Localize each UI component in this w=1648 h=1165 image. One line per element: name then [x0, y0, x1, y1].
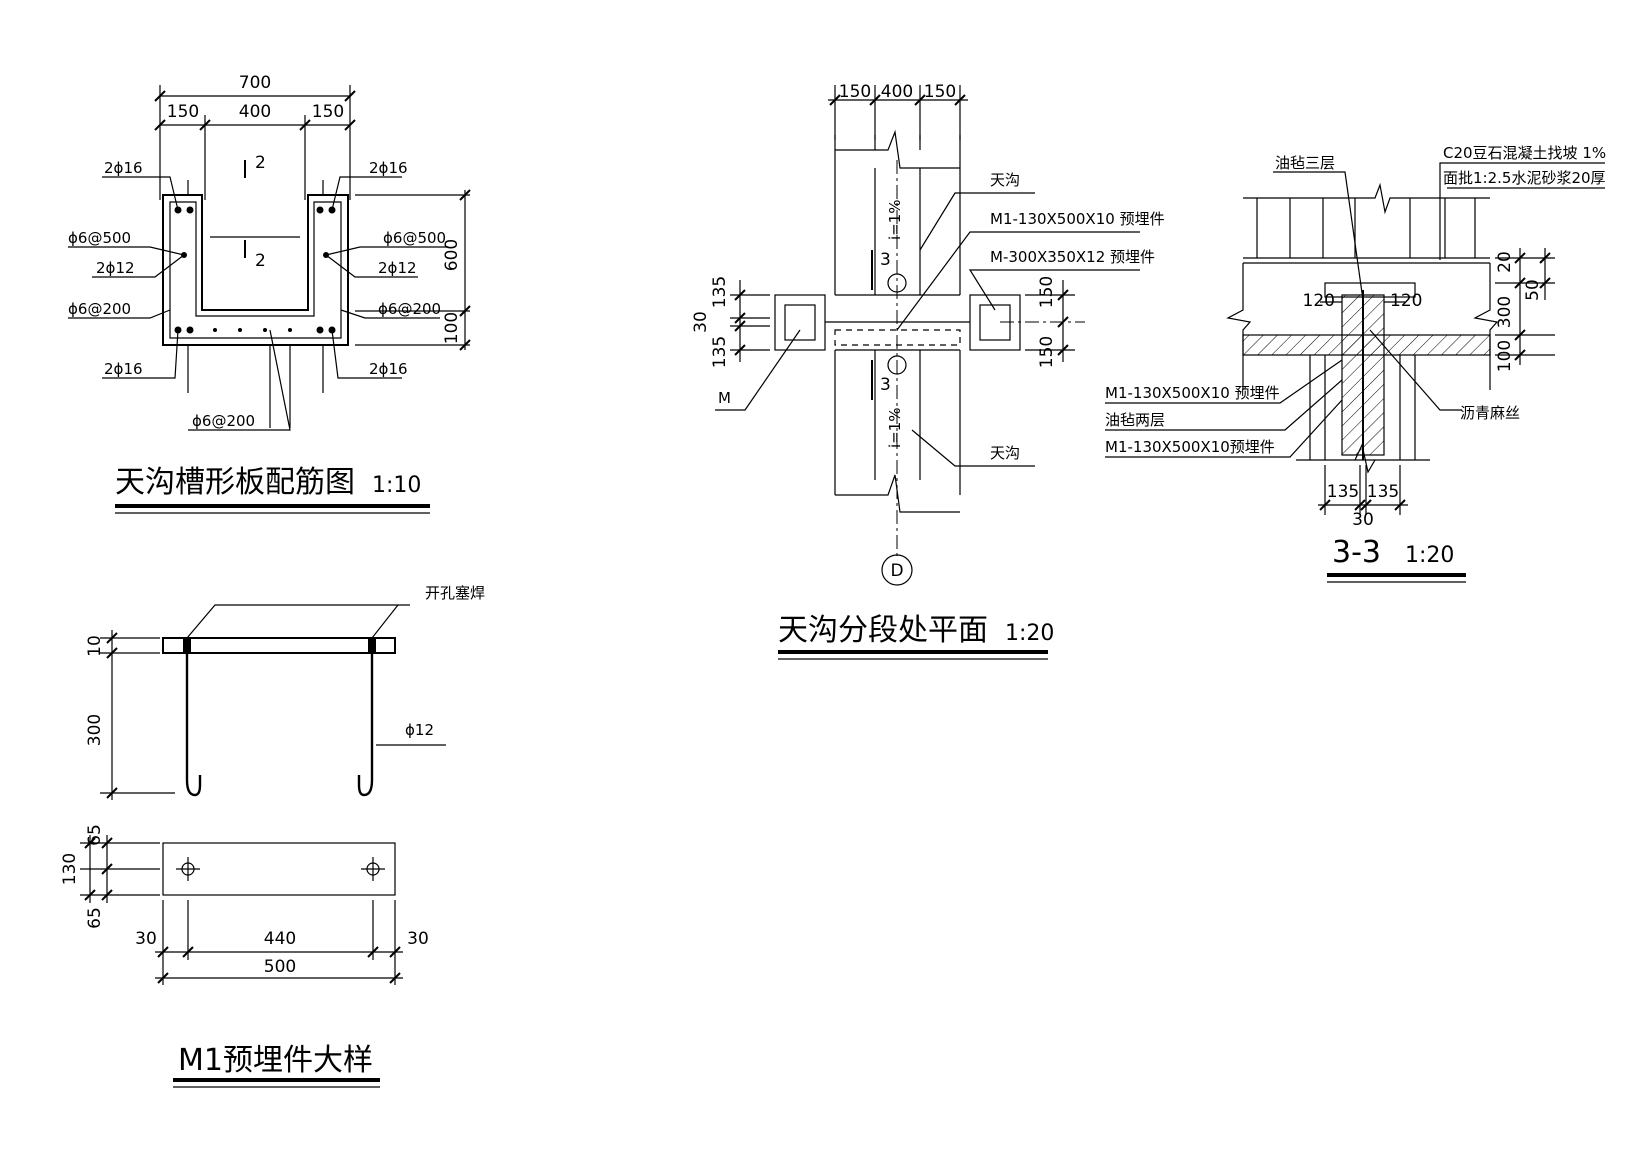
s33-dim-135l: 135 — [1327, 482, 1359, 502]
s33-dim-300: 300 — [1495, 296, 1515, 328]
s33-dim-r120: 120 — [1390, 291, 1422, 311]
plan-label-gutter-top: 天沟 — [990, 171, 1020, 189]
s33-dim-20: 20 — [1495, 251, 1515, 273]
label-right-mid-bar: 2ϕ12 — [378, 259, 417, 277]
gutter-section-title: 天沟槽形板配筋图 — [115, 465, 355, 500]
embed-detail: 开孔塞焊 ϕ12 10 300 65 130 65 — [60, 584, 485, 1088]
label-right-stirrup: ϕ6@500 — [383, 229, 446, 247]
s33-label-mortar: 面批1:2.5水泥砂浆20厚 — [1443, 169, 1606, 187]
label-bottom-left-bar: 2ϕ16 — [104, 360, 143, 378]
section-mark-bottom: 2 — [255, 251, 266, 271]
plan-dim-r1: 150 — [1037, 276, 1057, 308]
s33-label-c20: C20豆石混凝土找坡 1% — [1443, 144, 1606, 162]
label-left-mid-bar: 2ϕ12 — [96, 259, 135, 277]
plan-dim-mid: 400 — [881, 82, 913, 102]
dim-total: 700 — [239, 73, 271, 93]
label-slab-bar: ϕ6@200 — [192, 412, 255, 430]
gutter-plan: 150 400 150 3 3 i=1% i=1% D 天沟 — [691, 82, 1165, 660]
dim-right: 150 — [312, 102, 344, 122]
gutter-section-scale: 1:10 — [372, 473, 421, 498]
dim-w-top: 65 — [85, 824, 105, 846]
plan-title: 天沟分段处平面 — [778, 613, 988, 648]
s33-label-felt2: 油毡两层 — [1105, 411, 1165, 429]
dim-anchor-len: 300 — [85, 714, 105, 746]
dim-edge-r: 30 — [407, 929, 429, 949]
plan-axis-label: D — [890, 561, 903, 581]
label-weld: 开孔塞焊 — [425, 584, 485, 602]
label-bottom-right-bar: 2ϕ16 — [369, 360, 408, 378]
plan-dim-right: 150 — [924, 82, 956, 102]
dim-mid: 400 — [239, 102, 271, 122]
plan-dim-v2: 30 — [691, 311, 711, 333]
label-top-left-bar: 2ϕ16 — [104, 159, 143, 177]
rebar-dots — [174, 206, 336, 334]
s33-label-asphalt: 沥青麻丝 — [1460, 404, 1520, 422]
s33-scale: 1:20 — [1405, 543, 1454, 568]
s33-dim-50: 50 — [1523, 279, 1543, 301]
plan-slope-bottom: i=1% — [886, 407, 904, 448]
dim-plate-t: 10 — [85, 635, 105, 657]
label-right-bottom-stirrup: ϕ6@200 — [378, 300, 441, 318]
plan-label-gutter-bottom: 天沟 — [990, 444, 1020, 462]
dim-bottom: 100 — [442, 312, 462, 344]
dim-w: 130 — [60, 853, 80, 885]
section-mark-top: 2 — [255, 153, 266, 173]
embed-detail-title: M1预埋件大样 — [178, 1043, 373, 1078]
plan-label-embed-m1: M1-130X500X10 预埋件 — [990, 210, 1165, 228]
label-top-right-bar: 2ϕ16 — [369, 159, 408, 177]
plan-slope-top: i=1% — [886, 199, 904, 240]
label-left-bottom-stirrup: ϕ6@200 — [68, 300, 131, 318]
dim-left: 150 — [167, 102, 199, 122]
s33-title: 3-3 — [1332, 535, 1381, 570]
plan-scale: 1:20 — [1005, 621, 1054, 646]
s33-label-m1-b: M1-130X500X10预埋件 — [1105, 438, 1275, 456]
s33-dim-30: 30 — [1352, 510, 1374, 530]
s33-dim-135r: 135 — [1367, 482, 1399, 502]
dim-w-bot: 65 — [85, 907, 105, 929]
plan-section-mark-top: 3 — [880, 250, 891, 270]
plan-dim-r2: 150 — [1037, 336, 1057, 368]
label-anchor-bar: ϕ12 — [405, 721, 434, 739]
plan-dim-v1: 135 — [710, 276, 730, 308]
dim-spacing: 440 — [264, 929, 296, 949]
gutter-slab-section: 700 150 400 150 2 2 — [68, 73, 471, 514]
dim-length: 500 — [264, 957, 296, 977]
s33-label-felt3: 油毡三层 — [1275, 154, 1335, 172]
plan-dim-left: 150 — [839, 82, 871, 102]
dim-edge-l: 30 — [135, 929, 157, 949]
s33-label-m1-a: M1-130X500X10 预埋件 — [1105, 384, 1280, 402]
plan-dim-v3: 135 — [710, 336, 730, 368]
plan-section-mark-bottom: 3 — [880, 375, 891, 395]
label-left-stirrup: ϕ6@500 — [68, 229, 131, 247]
section-3-3: 油毡三层 C20豆石混凝土找坡 1% 面批1:2.5水泥砂浆20厚 M1-130… — [1105, 144, 1606, 583]
s33-dim-l120: 120 — [1303, 291, 1335, 311]
plan-label-embed-m: M-300X350X12 预埋件 — [990, 248, 1155, 266]
s33-dim-100: 100 — [1495, 340, 1515, 372]
plan-label-m: M — [718, 389, 731, 407]
